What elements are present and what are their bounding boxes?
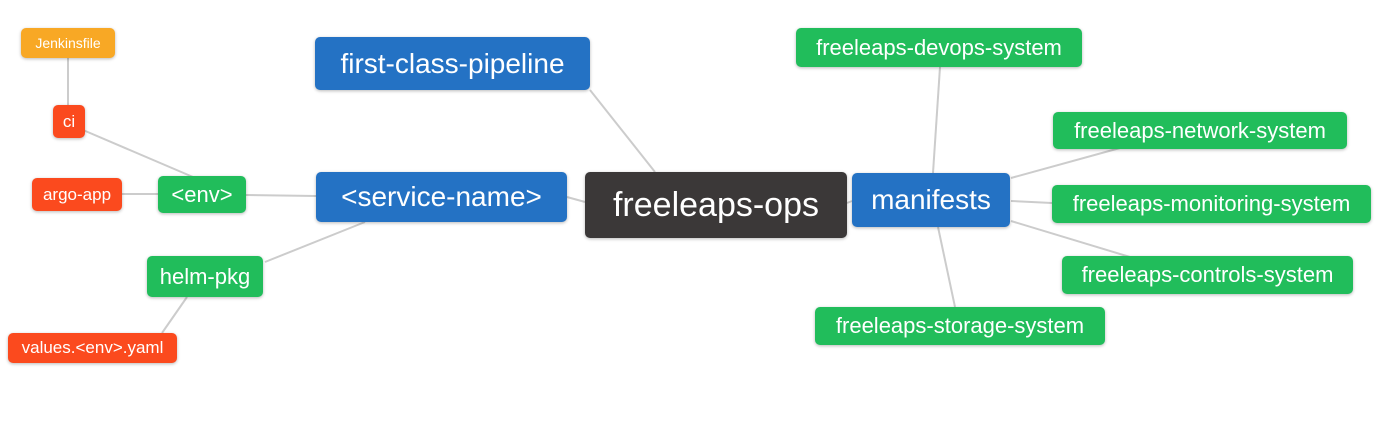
node-freeleaps-ops[interactable]: freeleaps-ops — [585, 172, 847, 238]
node-service-name[interactable]: <service-name> — [316, 172, 567, 222]
node-argo-app[interactable]: argo-app — [32, 178, 122, 211]
edge-ci-env — [82, 129, 201, 181]
edge-values-helmpkg — [161, 296, 188, 334]
node-freeleaps-devops-system[interactable]: freeleaps-devops-system — [796, 28, 1082, 67]
node-manifests[interactable]: manifests — [852, 173, 1010, 227]
edge-manifests-monitoring — [1010, 200, 1053, 204]
edge-env-servicename — [244, 194, 317, 197]
node-freeleaps-controls-system[interactable]: freeleaps-controls-system — [1062, 256, 1353, 294]
node-freeleaps-monitoring-system[interactable]: freeleaps-monitoring-system — [1052, 185, 1371, 223]
node-values-env-yaml[interactable]: values.<env>.yaml — [8, 333, 177, 363]
node-freeleaps-storage-system[interactable]: freeleaps-storage-system — [815, 307, 1105, 345]
edge-ops-manifests — [846, 200, 853, 204]
edge-manifests-storage — [937, 226, 956, 308]
node-helm-pkg[interactable]: helm-pkg — [147, 256, 263, 297]
edge-helmpkg-servicename — [264, 221, 366, 263]
edge-manifests-controls — [1010, 220, 1131, 258]
node-ci[interactable]: ci — [53, 105, 85, 138]
node-env[interactable]: <env> — [158, 176, 246, 213]
edge-pipeline-ops — [589, 89, 656, 173]
edge-servicename-ops — [566, 196, 586, 203]
edge-manifests-devops — [932, 66, 941, 174]
node-first-class-pipeline[interactable]: first-class-pipeline — [315, 37, 590, 90]
node-jenkinsfile[interactable]: Jenkinsfile — [21, 28, 115, 58]
edge-manifests-network — [1010, 147, 1121, 179]
node-freeleaps-network-system[interactable]: freeleaps-network-system — [1053, 112, 1347, 149]
